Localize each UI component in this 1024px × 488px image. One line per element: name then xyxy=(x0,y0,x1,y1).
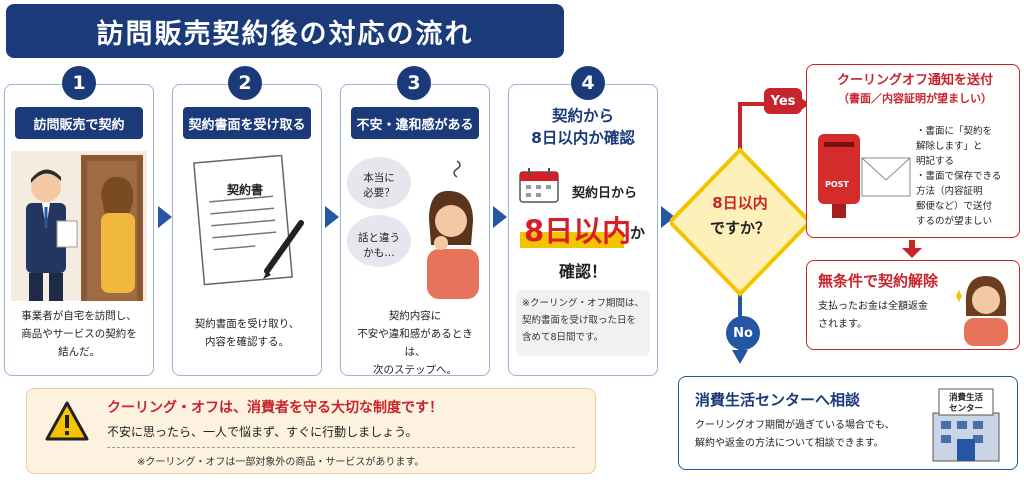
notice-bullets: ・書面に「契約を 解除します」と 明記する ・書面で保存できる 方法（内容証明 … xyxy=(916,126,1002,227)
cooling-off-period-note: ※クーリング・オフ期間は、 契約書面を受け取った日を 含めて8日間です。 xyxy=(516,290,650,356)
step-4-heading: 契約から 8日以内か確認 xyxy=(531,107,635,147)
relieved-woman-icon xyxy=(956,276,1008,346)
confirm-text: 確認！ xyxy=(558,262,607,281)
decision-question: 8日以内 ですか？ xyxy=(709,194,770,237)
cancel-text: 支払ったお金は全額返金 されます。 xyxy=(818,301,928,330)
notice-title: クーリングオフ通知を送付 （書面／内容証明が望ましい） xyxy=(836,73,993,105)
post-box-icon xyxy=(818,134,911,218)
eight-days-text: 8日以内 xyxy=(524,214,632,248)
down-arrow-icon xyxy=(902,240,922,258)
step-3-caption: 契約内容に 不安や違和感があるときは、 次のステップへ。 xyxy=(357,310,473,376)
decision-diamond xyxy=(670,147,810,297)
info-note: ※クーリング・オフは一部対象外の商品・サービスがあります。 xyxy=(137,457,425,468)
info-box: クーリング・オフは、消費者を守る大切な制度です！ 不安に思ったら、一人で悩まず、… xyxy=(26,388,596,474)
step-1-caption: 事業者が自宅を訪問し、 商品やサービスの契約を 結んだ。 xyxy=(21,310,137,358)
cancel-title: 無条件で契約解除 xyxy=(818,272,939,290)
step-1-number: 1 xyxy=(62,66,96,100)
step-3-card: 不安・違和感がある 本当に 必要？ 話と違う かも… 契約内容に 不安や違和感が… xyxy=(340,84,490,376)
from-contract-date: 契約日から xyxy=(572,186,638,201)
step-2-label: 契約書面を受け取る xyxy=(183,107,311,139)
no-badge: No xyxy=(726,316,760,350)
center-sign: 消費生活 センター xyxy=(948,393,983,414)
contract-doc-title: 契約書 xyxy=(227,183,264,197)
yes-badge: Yes xyxy=(764,88,802,114)
speech-bubble-need: 本当に 必要？ xyxy=(363,172,395,199)
ka-text: か xyxy=(630,224,646,242)
center-title: 消費生活センターへ相談 xyxy=(695,391,861,409)
step-4-number: 4 xyxy=(571,66,605,100)
warning-icon xyxy=(45,401,89,441)
step-2-caption: 契約書面を受け取り、 内容を確認する。 xyxy=(194,318,300,348)
contract-document-icon xyxy=(193,155,304,286)
building-icon xyxy=(932,388,1000,462)
step-3-label: 不安・違和感がある xyxy=(351,107,479,139)
step-2-card: 契約書面を受け取る 契約書 契約書面を受け取り、 内容を確認する。 xyxy=(172,84,322,376)
worried-woman-illustration xyxy=(347,157,479,299)
calendar-icon xyxy=(519,168,559,203)
flow-arrow xyxy=(325,206,339,228)
step-1-label: 訪問販売で契約 xyxy=(15,107,143,139)
decision-connectors xyxy=(670,96,810,364)
info-main-text: クーリング・オフは、消費者を守る大切な制度です！ xyxy=(107,400,443,416)
divider xyxy=(107,447,575,448)
consumer-center-card: 消費生活センターへ相談 クーリングオフ期間が過ぎている場合でも、 解約や返金の方… xyxy=(678,376,1018,470)
step-1-card: 訪問販売で契約 事業者が自宅を訪問し、 商品やサービスの契約を 結んだ。 xyxy=(4,84,154,376)
speech-bubble-different: 話と違う かも… xyxy=(358,232,400,259)
days-highlight xyxy=(520,232,624,248)
step-3-number: 3 xyxy=(397,66,431,100)
flow-arrow xyxy=(493,206,507,228)
center-text: クーリングオフ期間が過ぎている場合でも、 解約や返金の方法について相談できます。 xyxy=(695,420,895,449)
post-label: POST xyxy=(825,180,849,189)
info-sub-text: 不安に思ったら、一人で悩まず、すぐに行動しましょう。 xyxy=(107,425,418,439)
page-title: 訪問販売契約後の対応の流れ xyxy=(6,4,564,58)
door-visit-illustration xyxy=(11,151,147,301)
step-2-number: 2 xyxy=(228,66,262,100)
flow-arrow xyxy=(158,206,172,228)
